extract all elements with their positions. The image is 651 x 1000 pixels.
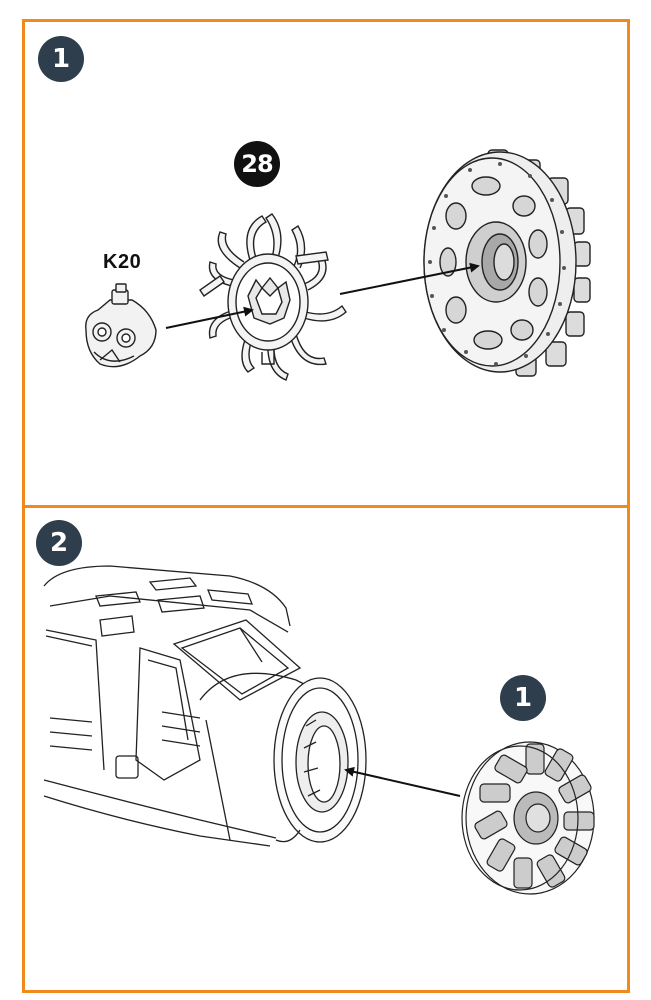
arrow-icon bbox=[165, 306, 254, 329]
part-number-badge: 28 bbox=[234, 141, 280, 187]
fuselage-drawing bbox=[43, 565, 317, 847]
part-label-k20: K20 bbox=[103, 251, 142, 273]
part-k20-drawing bbox=[85, 283, 157, 368]
part-28-drawing bbox=[199, 213, 347, 381]
sub-assembly-reference-badge: 1 bbox=[500, 675, 546, 721]
engine-back-plate-drawing bbox=[423, 149, 591, 377]
step-number-badge: 1 bbox=[38, 36, 84, 82]
arrow-icon bbox=[344, 766, 461, 797]
engine-cowling-drawing bbox=[273, 677, 367, 843]
step-number-badge: 2 bbox=[36, 520, 82, 566]
engine-assembly-drawing bbox=[461, 741, 595, 895]
arrow-icon bbox=[339, 262, 480, 295]
